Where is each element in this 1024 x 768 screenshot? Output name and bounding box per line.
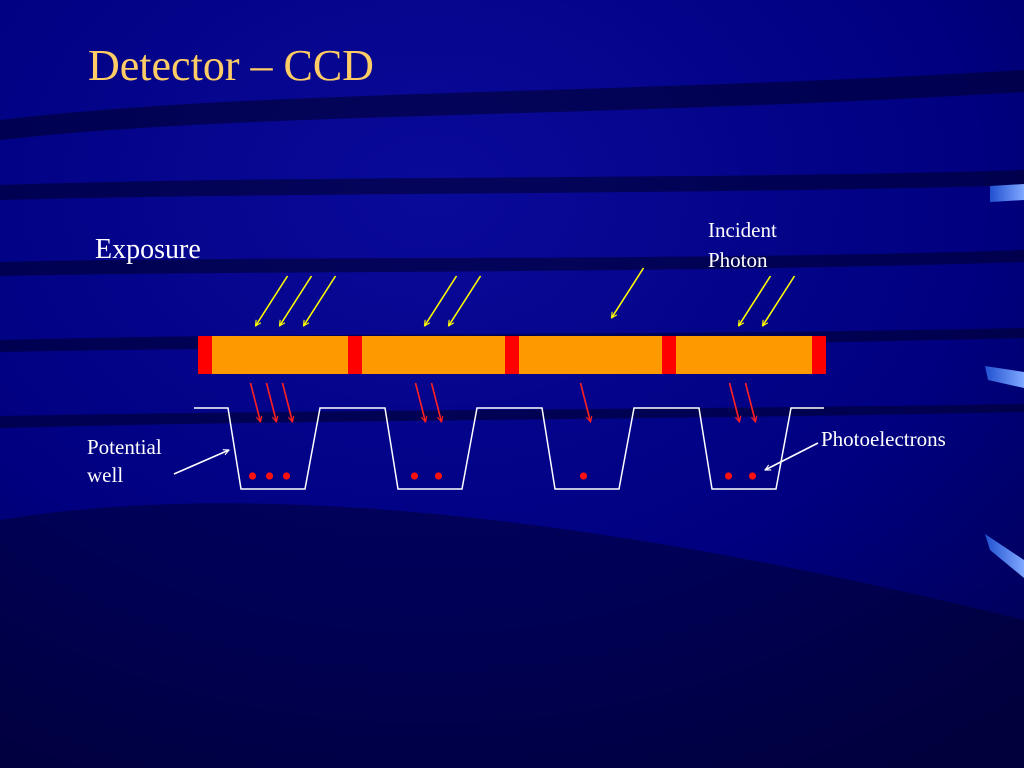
photoelectron-dot xyxy=(282,472,291,480)
potential-well-outline xyxy=(194,407,824,490)
photoelectron-dot xyxy=(579,472,588,480)
electron-arrow xyxy=(414,382,426,422)
swoosh xyxy=(0,170,1024,200)
electrode xyxy=(198,336,212,374)
exposure-label: Exposure xyxy=(95,234,201,265)
electron-arrow xyxy=(249,382,261,422)
electron-arrow xyxy=(265,382,277,422)
photoelectron-dot xyxy=(248,472,257,480)
potential-well-label: Potential well xyxy=(87,435,162,487)
photon-arrow xyxy=(280,275,313,326)
photoelectron-dot xyxy=(724,472,733,480)
photon-arrow xyxy=(763,275,796,326)
edge-highlight xyxy=(985,366,1024,388)
photoelectron-dot xyxy=(410,472,419,480)
photoelectron-dot xyxy=(434,472,443,480)
electron-arrow xyxy=(744,382,756,422)
electron-arrow xyxy=(430,382,442,422)
photon-arrow xyxy=(739,275,772,326)
electrode xyxy=(505,336,519,374)
electron-arrow xyxy=(579,382,591,422)
photoelectrons-label: Photoelectrons xyxy=(821,427,946,451)
photoelectron-dot xyxy=(265,472,274,480)
swoosh xyxy=(0,70,1024,140)
photoelectrons-pointer xyxy=(765,442,819,471)
photon-arrow xyxy=(256,275,289,326)
photon-arrow xyxy=(449,275,482,326)
edge-highlight xyxy=(985,534,1024,578)
photon-arrow xyxy=(425,275,458,326)
slide-title: Detector – CCD xyxy=(88,41,374,90)
electron-arrow xyxy=(281,382,293,422)
potential-well-pointer xyxy=(173,450,229,475)
photoelectron-dot xyxy=(748,472,757,480)
photon-arrow xyxy=(304,275,337,326)
swoosh xyxy=(0,250,1024,276)
electrode xyxy=(662,336,676,374)
photon-arrow xyxy=(612,267,645,318)
electrode xyxy=(812,336,826,374)
incident-photon-label: Incident Photon xyxy=(708,218,777,272)
electrode xyxy=(348,336,362,374)
swoosh-lower xyxy=(0,503,1024,768)
electron-arrow xyxy=(728,382,740,422)
edge-highlight xyxy=(990,184,1024,202)
